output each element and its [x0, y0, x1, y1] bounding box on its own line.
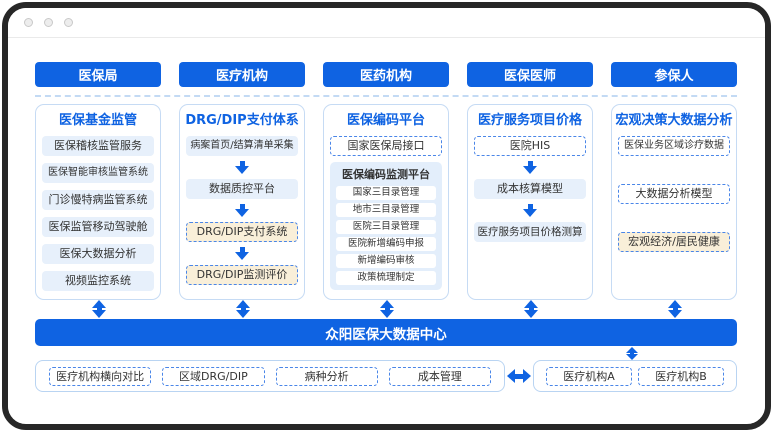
diagram-box: 病案首页/结算清单采集 — [186, 136, 298, 156]
diagram-box: 医保智能审核监管系统 — [42, 163, 154, 183]
window-dot-icon — [24, 18, 33, 27]
diagram-box: 医疗机构横向对比 — [49, 366, 152, 386]
diagram-box: 医保大数据分析 — [42, 244, 154, 264]
diagram-box: 国家医保局接口 — [330, 136, 442, 156]
diagram-box: 医疗机构A — [546, 366, 632, 386]
diagram-canvas: 医保局 医保基金监管 医保稽核监管服务 医保智能审核监管系统 门诊慢特病监管系统… — [8, 38, 765, 423]
diagram-box: 医疗机构B — [638, 366, 724, 386]
column-header: 医保局 — [35, 62, 161, 87]
column-insurance-bureau: 医保局 医保基金监管 医保稽核监管服务 医保智能审核监管系统 门诊慢特病监管系统… — [35, 62, 161, 300]
card-title: 医保基金监管 — [58, 113, 137, 128]
card-title: 医疗服务项目价格 — [477, 113, 582, 128]
card-coding-platform: 医保编码平台 国家医保局接口 医保编码监测平台 国家三目录管理 地市三目录管理 … — [323, 104, 449, 300]
diagram-box: 医保监管移动驾驶舱 — [42, 217, 154, 237]
diagram-box: 医院HIS — [474, 136, 586, 156]
coding-monitor-subgroup: 医保编码监测平台 国家三目录管理 地市三目录管理 医院三目录管理 医院新增编码申… — [330, 162, 442, 290]
column-pharma-institutions: 医药机构 医保编码平台 国家医保局接口 医保编码监测平台 国家三目录管理 地市三… — [323, 62, 449, 300]
diagram-box: 宏观经济/居民健康 — [618, 232, 730, 252]
diagram-box: 医疗服务项目价格测算 — [474, 222, 586, 242]
column-header: 医药机构 — [323, 62, 449, 87]
window-dot-icon — [44, 18, 53, 27]
card-title: 宏观决策大数据分析 — [615, 113, 733, 128]
down-arrow-icon — [235, 161, 249, 174]
diagram-box: 医保稽核监管服务 — [42, 136, 154, 156]
card-fund-supervision: 医保基金监管 医保稽核监管服务 医保智能审核监管系统 门诊慢特病监管系统 医保监… — [35, 104, 161, 300]
diagram-box: DRG/DIP监测评价 — [186, 265, 298, 285]
double-vertical-arrow-icon — [668, 300, 682, 318]
card-service-pricing: 医疗服务项目价格 医院HIS 成本核算模型 医疗服务项目价格测算 — [467, 104, 593, 300]
card-macro-analysis: 宏观决策大数据分析 医保业务区域诊疗数据 大数据分析模型 宏观经济/居民健康 — [611, 104, 737, 300]
diagram-box: DRG/DIP支付系统 — [186, 222, 298, 242]
column-header: 参保人 — [611, 62, 737, 87]
diagram-box: 成本核算模型 — [474, 179, 586, 199]
card-drg-dip-payment: DRG/DIP支付体系 病案首页/结算清单采集 数据质控平台 DRG/DIP支付… — [179, 104, 305, 300]
diagram-box: 医院三目录管理 — [336, 220, 436, 234]
diagram-box: 医保业务区域诊疗数据 — [618, 136, 730, 156]
column-header: 医疗机构 — [179, 62, 305, 87]
double-vertical-arrow-icon — [524, 300, 538, 318]
diagram-box: 成本管理 — [388, 366, 491, 386]
diagram-box: 新增编码审核 — [336, 254, 436, 268]
diagram-box: 区域DRG/DIP — [162, 366, 265, 386]
diagram-box: 医院新增编码申报 — [336, 237, 436, 251]
double-vertical-arrow-icon — [380, 300, 394, 318]
down-arrow-icon — [523, 161, 537, 174]
diagram-box: 病种分析 — [275, 366, 378, 386]
column-insured-persons: 参保人 宏观决策大数据分析 医保业务区域诊疗数据 大数据分析模型 宏观经济/居民… — [611, 62, 737, 300]
diagram-box: 视频监控系统 — [42, 271, 154, 291]
double-vertical-arrow-icon — [92, 300, 106, 318]
down-arrow-icon — [235, 204, 249, 217]
diagram-box: 门诊慢特病监管系统 — [42, 190, 154, 210]
down-arrow-icon — [235, 247, 249, 260]
analysis-panel: 医疗机构横向对比 区域DRG/DIP 病种分析 成本管理 — [35, 360, 505, 392]
diagram-box: 数据质控平台 — [186, 179, 298, 199]
card-title: DRG/DIP支付体系 — [185, 113, 299, 128]
double-vertical-arrow-icon — [236, 300, 250, 318]
card-title: 医保编码平台 — [346, 113, 425, 128]
diagram-box: 地市三目录管理 — [336, 203, 436, 217]
diagram-box: 国家三目录管理 — [336, 186, 436, 200]
double-horizontal-arrow-icon — [507, 369, 531, 383]
window-titlebar — [8, 8, 765, 38]
subgroup-title: 医保编码监测平台 — [342, 168, 430, 181]
org-panel: 医疗机构A 医疗机构B — [533, 360, 737, 392]
double-vertical-arrow-icon — [625, 347, 639, 360]
diagram-box: 大数据分析模型 — [618, 184, 730, 204]
window-dot-icon — [64, 18, 73, 27]
column-insurance-physicians: 医保医师 医疗服务项目价格 医院HIS 成本核算模型 医疗服务项目价格测算 — [467, 62, 593, 300]
down-arrow-icon — [523, 204, 537, 217]
data-center-bar: 众阳医保大数据中心 — [35, 319, 737, 346]
column-medical-institutions: 医疗机构 DRG/DIP支付体系 病案首页/结算清单采集 数据质控平台 DRG/… — [179, 62, 305, 300]
column-header: 医保医师 — [467, 62, 593, 87]
header-dashed-divider — [35, 95, 737, 97]
diagram-box: 政策梳理制定 — [336, 271, 436, 285]
